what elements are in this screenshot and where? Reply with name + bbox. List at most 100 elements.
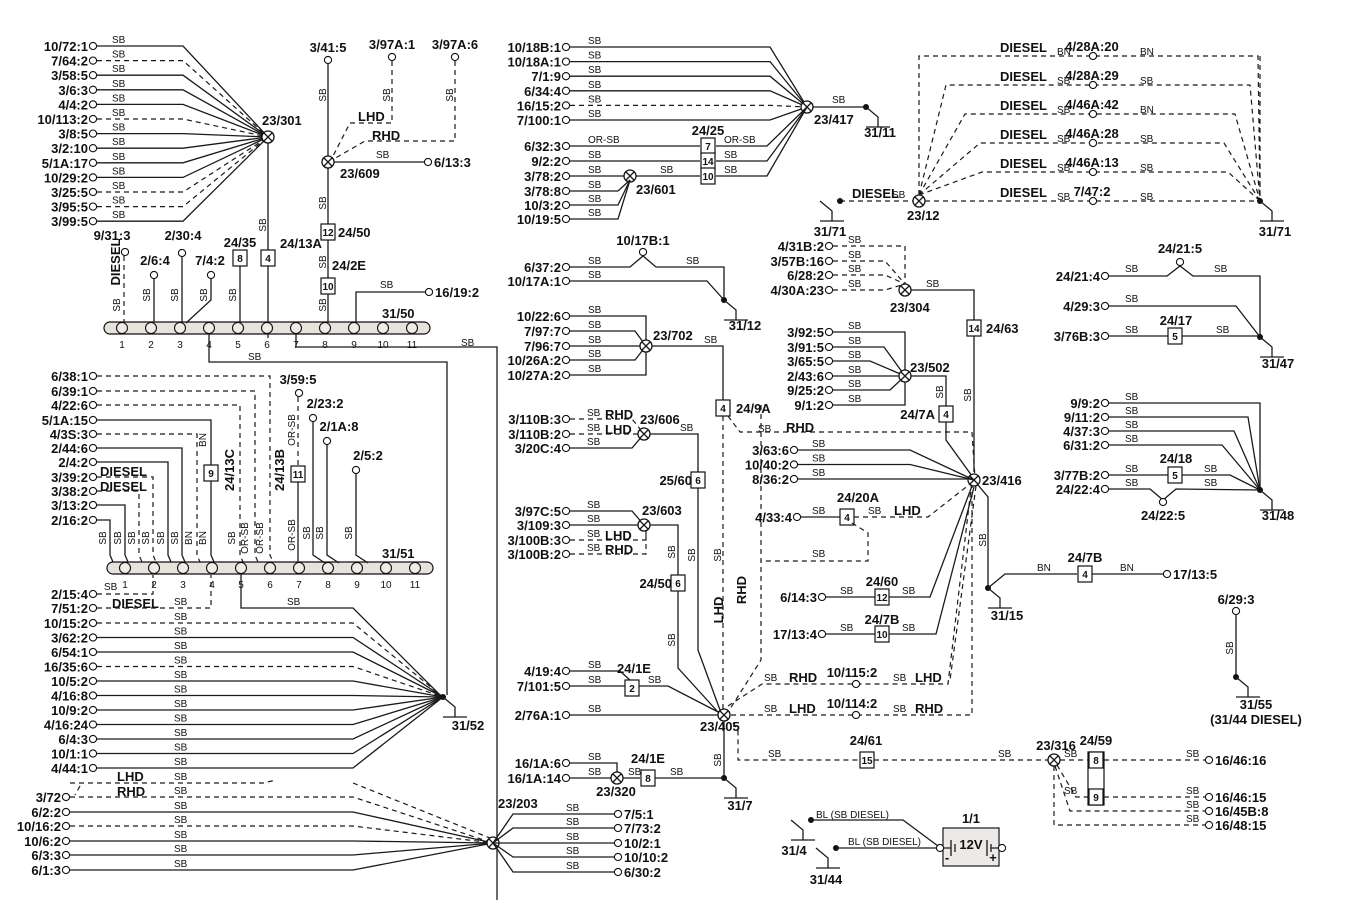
connector-terminal-icon[interactable] xyxy=(88,515,98,525)
connector-terminal-icon[interactable] xyxy=(561,341,571,351)
connector-terminal-icon[interactable] xyxy=(88,720,98,729)
connector-terminal-icon[interactable] xyxy=(613,852,623,862)
connector-terminal-icon[interactable] xyxy=(561,311,571,321)
connector-terminal-icon[interactable] xyxy=(88,676,98,686)
terminal-icon[interactable] xyxy=(1158,497,1168,507)
connector-terminal-icon[interactable] xyxy=(88,85,98,94)
connector-terminal-icon[interactable] xyxy=(561,200,571,210)
connector-terminal-icon[interactable] xyxy=(1100,484,1110,494)
connector-terminal-icon[interactable] xyxy=(561,758,571,768)
connector-terminal-icon[interactable] xyxy=(561,666,571,676)
connector-terminal-icon[interactable] xyxy=(613,838,623,848)
connector-terminal-icon[interactable] xyxy=(561,156,571,166)
connector-terminal-icon[interactable] xyxy=(561,186,571,196)
connector-terminal-icon[interactable] xyxy=(824,385,834,395)
connector-terminal-icon[interactable] xyxy=(817,592,827,602)
terminal-icon[interactable] xyxy=(351,465,361,475)
connector-terminal-icon[interactable] xyxy=(851,679,861,689)
connector-terminal-icon[interactable] xyxy=(789,460,799,469)
connector-terminal-icon[interactable] xyxy=(1100,271,1110,281)
terminal-icon[interactable] xyxy=(149,270,159,280)
terminal-icon[interactable] xyxy=(322,436,332,446)
connector-terminal-icon[interactable] xyxy=(88,500,98,510)
connector-terminal-icon[interactable] xyxy=(824,256,834,266)
connector-terminal-icon[interactable] xyxy=(824,285,834,295)
connector-terminal-icon[interactable] xyxy=(88,173,98,182)
connector-terminal-icon[interactable] xyxy=(88,114,98,124)
connector-terminal-icon[interactable] xyxy=(1088,196,1098,206)
connector-terminal-icon[interactable] xyxy=(1100,412,1110,422)
connector-terminal-icon[interactable] xyxy=(561,262,571,272)
connector-terminal-icon[interactable] xyxy=(824,270,834,280)
connector-terminal-icon[interactable] xyxy=(88,400,98,410)
connector-terminal-icon[interactable] xyxy=(88,705,98,715)
connector-terminal-icon[interactable] xyxy=(561,681,571,691)
connector-terminal-icon[interactable] xyxy=(817,629,827,639)
connector-terminal-icon[interactable] xyxy=(88,56,98,65)
connector-terminal-icon[interactable] xyxy=(61,807,71,817)
connector-terminal-icon[interactable] xyxy=(1100,470,1110,480)
connector-terminal-icon[interactable] xyxy=(88,71,98,80)
terminal-icon[interactable] xyxy=(308,413,318,423)
connector-terminal-icon[interactable] xyxy=(561,57,571,66)
connector-terminal-icon[interactable] xyxy=(561,429,571,439)
connector-terminal-icon[interactable] xyxy=(88,662,98,671)
connector-terminal-icon[interactable] xyxy=(88,647,98,657)
connector-terminal-icon[interactable] xyxy=(1100,301,1110,311)
connector-terminal-icon[interactable] xyxy=(561,101,571,110)
connector-terminal-icon[interactable] xyxy=(88,129,98,138)
connector-terminal-icon[interactable] xyxy=(1204,755,1214,765)
connector-terminal-icon[interactable] xyxy=(323,55,333,65)
connector-terminal-icon[interactable] xyxy=(789,445,799,455)
connector-terminal-icon[interactable] xyxy=(561,214,571,224)
connector-terminal-icon[interactable] xyxy=(88,187,98,197)
connector-terminal-icon[interactable] xyxy=(792,512,802,522)
connector-terminal-icon[interactable] xyxy=(88,457,98,467)
terminal-icon[interactable] xyxy=(1231,606,1241,616)
connector-terminal-icon[interactable] xyxy=(561,326,571,336)
connector-terminal-icon[interactable] xyxy=(88,415,98,425)
connector-terminal-icon[interactable] xyxy=(387,52,397,62)
connector-terminal-icon[interactable] xyxy=(824,342,834,352)
connector-terminal-icon[interactable] xyxy=(88,371,98,381)
connector-terminal-icon[interactable] xyxy=(1204,820,1214,830)
connector-terminal-icon[interactable] xyxy=(613,867,623,877)
terminal-icon[interactable] xyxy=(206,270,216,280)
connector-terminal-icon[interactable] xyxy=(88,386,98,396)
connector-terminal-icon[interactable] xyxy=(824,400,834,410)
terminal-icon[interactable] xyxy=(294,388,304,398)
connector-terminal-icon[interactable] xyxy=(1088,138,1098,148)
connector-terminal-icon[interactable] xyxy=(88,144,98,153)
connector-terminal-icon[interactable] xyxy=(561,86,571,95)
connector-terminal-icon[interactable] xyxy=(88,100,98,109)
connector-terminal-icon[interactable] xyxy=(1204,806,1214,816)
connector-terminal-icon[interactable] xyxy=(561,115,571,125)
connector-terminal-icon[interactable] xyxy=(613,809,623,819)
connector-terminal-icon[interactable] xyxy=(61,821,71,831)
connector-terminal-icon[interactable] xyxy=(88,429,98,439)
connector-terminal-icon[interactable] xyxy=(561,549,571,559)
terminal-icon[interactable] xyxy=(177,248,187,258)
connector-terminal-icon[interactable] xyxy=(561,773,571,783)
connector-terminal-icon[interactable] xyxy=(88,472,98,482)
connector-terminal-icon[interactable] xyxy=(61,836,71,846)
connector-terminal-icon[interactable] xyxy=(1100,331,1110,341)
terminal-icon[interactable] xyxy=(1175,257,1185,267)
connector-terminal-icon[interactable] xyxy=(613,823,623,833)
connector-terminal-icon[interactable] xyxy=(1088,80,1098,90)
connector-terminal-icon[interactable] xyxy=(88,734,98,744)
connector-terminal-icon[interactable] xyxy=(561,355,571,365)
connector-terminal-icon[interactable] xyxy=(450,52,460,62)
connector-terminal-icon[interactable] xyxy=(88,763,98,773)
connector-terminal-icon[interactable] xyxy=(824,371,834,381)
connector-terminal-icon[interactable] xyxy=(561,276,571,286)
connector-terminal-icon[interactable] xyxy=(561,370,571,380)
connector-terminal-icon[interactable] xyxy=(88,603,98,613)
connector-terminal-icon[interactable] xyxy=(88,41,98,51)
connector-terminal-icon[interactable] xyxy=(1162,569,1172,579)
connector-terminal-icon[interactable] xyxy=(423,157,433,167)
connector-terminal-icon[interactable] xyxy=(561,72,571,81)
connector-terminal-icon[interactable] xyxy=(851,710,861,720)
connector-terminal-icon[interactable] xyxy=(561,414,571,424)
connector-terminal-icon[interactable] xyxy=(88,158,98,167)
